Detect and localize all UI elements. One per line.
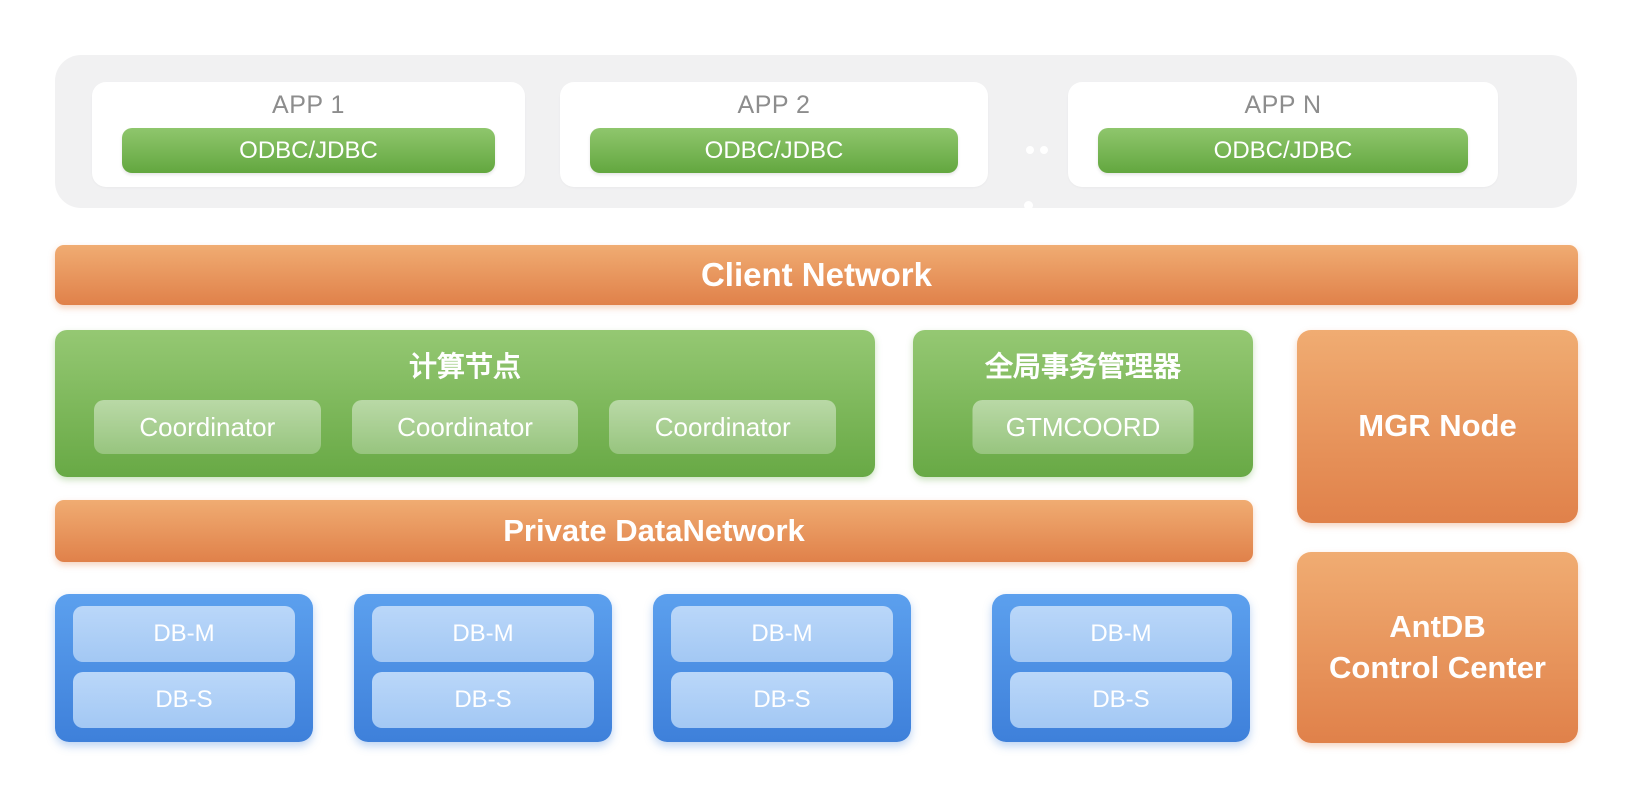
odbc-jdbc-chip: ODBC/JDBC [1098,128,1468,173]
ellipsis-dot [1040,146,1048,154]
app-title: APP 2 [737,90,811,119]
db-standby-chip: DB-S [1010,672,1232,728]
db-standby-chip: DB-S [372,672,594,728]
compute-node-title: 计算节点 [408,351,521,382]
control-center-box: AntDB Control Center [1297,552,1578,743]
app-card-1: APP 1 ODBC/JDBC [92,82,525,187]
db-group-1: DB-M DB-S [55,594,313,742]
db-group-4: DB-M DB-S [992,594,1250,742]
db-group-3: DB-M DB-S [653,594,911,742]
db-group-2: DB-M DB-S [354,594,612,742]
app-title: APP N [1244,90,1322,119]
client-network-bar: Client Network [55,245,1578,305]
db-master-chip: DB-M [671,606,893,662]
ellipsis-dot [1024,201,1033,210]
app-card-n: APP N ODBC/JDBC [1068,82,1498,187]
db-standby-chip: DB-S [671,672,893,728]
coordinator-chip: Coordinator [609,400,837,454]
mgr-node-box: MGR Node [1297,330,1578,523]
private-datanetwork-bar: Private DataNetwork [55,500,1253,562]
coordinator-row: Coordinator Coordinator Coordinator [55,400,875,454]
app-title: APP 1 [272,90,345,119]
db-standby-chip: DB-S [73,672,295,728]
db-master-chip: DB-M [1010,606,1232,662]
db-master-chip: DB-M [73,606,295,662]
app-card-2: APP 2 ODBC/JDBC [560,82,988,187]
compute-node-box: 计算节点 Coordinator Coordinator Coordinator [55,330,875,477]
control-center-line2: Control Center [1329,649,1546,685]
coordinator-chip: Coordinator [351,400,579,454]
odbc-jdbc-chip: ODBC/JDBC [590,128,958,173]
gtm-title: 全局事务管理器 [984,351,1181,382]
gtmcoord-chip: GTMCOORD [972,400,1194,454]
coordinator-chip: Coordinator [94,400,321,454]
gtm-box: 全局事务管理器 GTMCOORD [913,330,1253,477]
control-center-line1: AntDB [1389,608,1486,644]
application-layer-panel: APP 1 ODBC/JDBC APP 2 ODBC/JDBC APP N OD… [55,55,1577,208]
db-master-chip: DB-M [372,606,594,662]
odbc-jdbc-chip: ODBC/JDBC [122,128,495,173]
ellipsis-dot [1026,146,1034,154]
